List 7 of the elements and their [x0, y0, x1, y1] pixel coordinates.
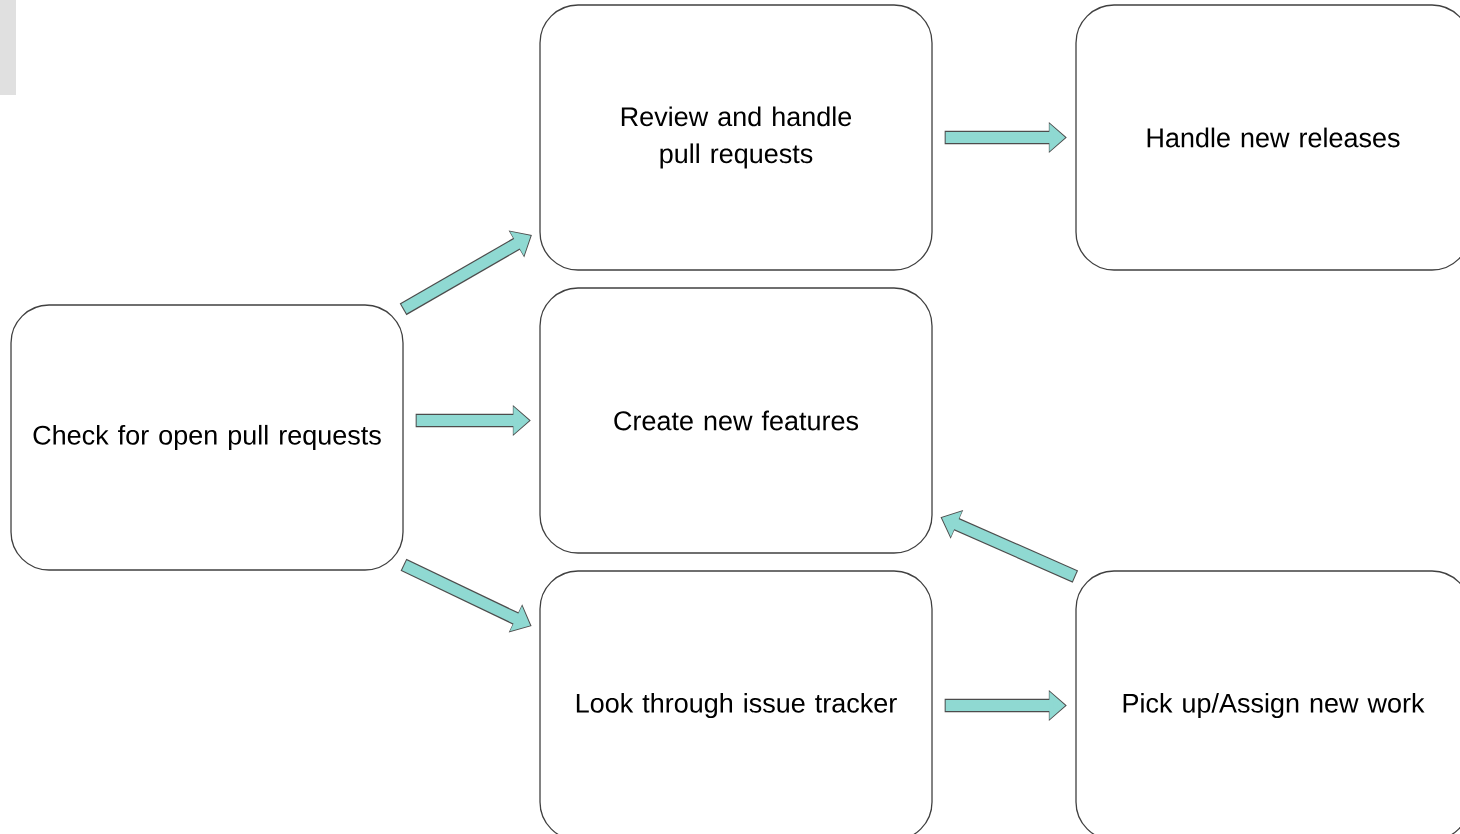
process-box: Handle new releases [1075, 4, 1460, 271]
block-arrow [399, 230, 532, 316]
process-box: Create new features [539, 287, 933, 554]
process-box: Look through issue tracker [539, 570, 933, 834]
process-box: Review and handle pull requests [539, 4, 933, 271]
process-box: Check for open pull requests [10, 304, 404, 571]
process-box: Pick up/Assign new work [1075, 570, 1460, 834]
